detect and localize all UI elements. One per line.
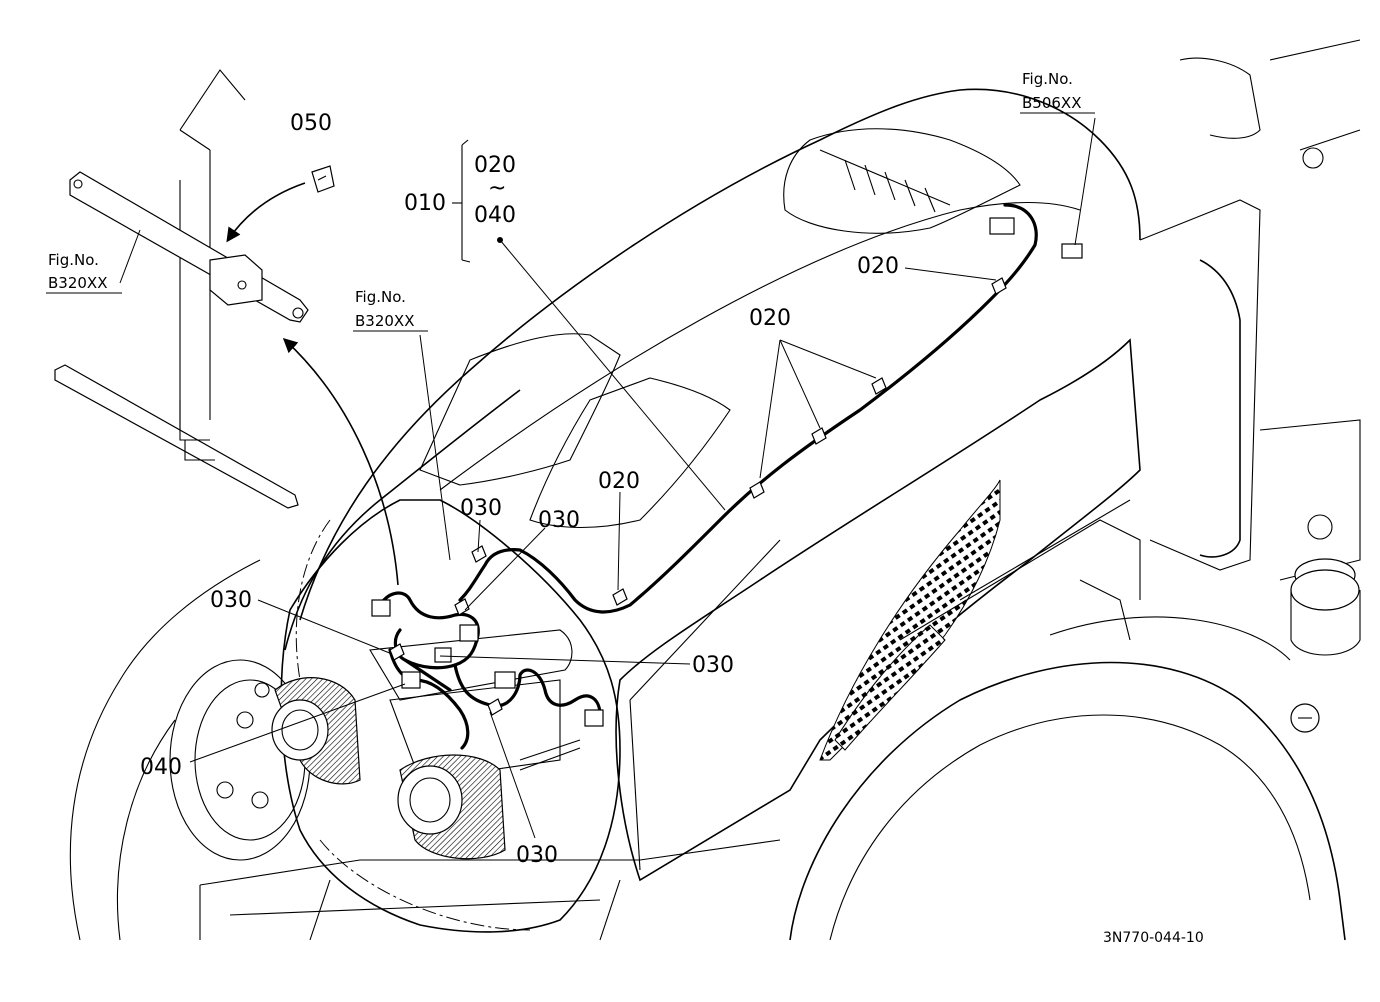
label-030-upper-left: 030	[460, 496, 502, 521]
label-030-left: 030	[210, 588, 252, 613]
clamps	[389, 277, 1007, 716]
tractor-body	[69, 39, 1361, 941]
connectors	[371, 217, 1083, 727]
label-020-range-start: 020	[474, 153, 516, 178]
side-grille	[819, 479, 1001, 761]
leader-lines	[119, 117, 1096, 839]
mounting-bracket	[54, 171, 309, 509]
headlight-right	[397, 754, 506, 860]
vent-slats	[844, 159, 936, 213]
fig-ref-right-top: Fig.No. B506XX	[1020, 70, 1095, 114]
fig-ref-center-line2: B320XX	[355, 312, 414, 330]
drawing-code: 3N770-044-10	[1103, 930, 1204, 946]
fuel-cap	[1290, 558, 1361, 733]
label-050: 050	[290, 111, 332, 136]
rear-wheel-outline	[789, 661, 1346, 941]
fig-ref-center-line1: Fig.No.	[355, 288, 406, 306]
fig-ref-center: Fig.No. B320XX	[353, 288, 428, 332]
label-030-upper-right: 030	[538, 508, 580, 533]
hood-nose	[280, 499, 621, 933]
fig-ref-left-line1: Fig.No.	[48, 251, 99, 269]
callout-dot	[497, 237, 503, 243]
label-030-bottom: 030	[516, 843, 558, 868]
label-040: 040	[140, 755, 182, 780]
fig-ref-right-line2: B506XX	[1022, 94, 1081, 112]
label-040-range-end: 040	[474, 203, 516, 228]
label-020-mid: 020	[749, 306, 791, 331]
label-range-tilde: ~	[488, 176, 506, 201]
headlight-left	[271, 677, 361, 785]
label-030-right: 030	[692, 653, 734, 678]
label-010: 010	[404, 191, 446, 216]
label-020-low: 020	[598, 469, 640, 494]
arrow-clip-to-bracket	[226, 182, 306, 243]
clip-050-part	[311, 165, 335, 193]
fig-ref-left-top: Fig.No. B320XX	[46, 251, 122, 294]
fig-ref-left-line2: B320XX	[48, 274, 107, 292]
fig-ref-right-line1: Fig.No.	[1022, 70, 1073, 88]
arrow-bracket-to-hood	[282, 338, 399, 586]
label-020-top: 020	[857, 254, 899, 279]
